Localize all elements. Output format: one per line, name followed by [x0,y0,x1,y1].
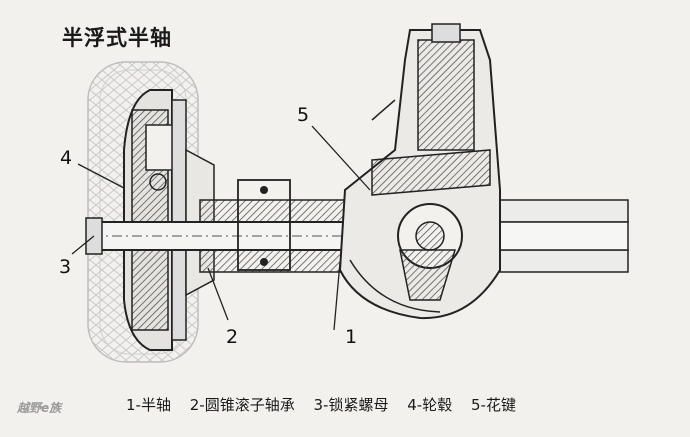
callout-3: 3 [59,256,72,278]
legend-item-tapered-roller-bearing: 2-圆锥滚子轴承 [189,396,295,414]
axle-housing [199,179,629,273]
legend-item-wheel-hub: 4-轮毂 [407,396,453,414]
legend-item-lock-nut: 3-锁紧螺母 [313,396,389,414]
legend: 1-半轴 2-圆锥滚子轴承 3-锁紧螺母 4-轮毂 5-花键 [126,394,530,415]
watermark: 越野e族 [17,401,62,415]
legend-item-half-shaft: 1-半轴 [126,396,171,414]
diagram-title: 半浮式半轴 [62,26,172,50]
callout-5: 5 [297,104,310,126]
leader-lines [71,125,371,331]
callout-2: 2 [226,326,239,348]
legend-item-spline: 5-花键 [471,396,516,414]
callout-1: 1 [345,326,358,348]
differential-housing [338,23,501,320]
callout-4: 4 [60,147,73,169]
